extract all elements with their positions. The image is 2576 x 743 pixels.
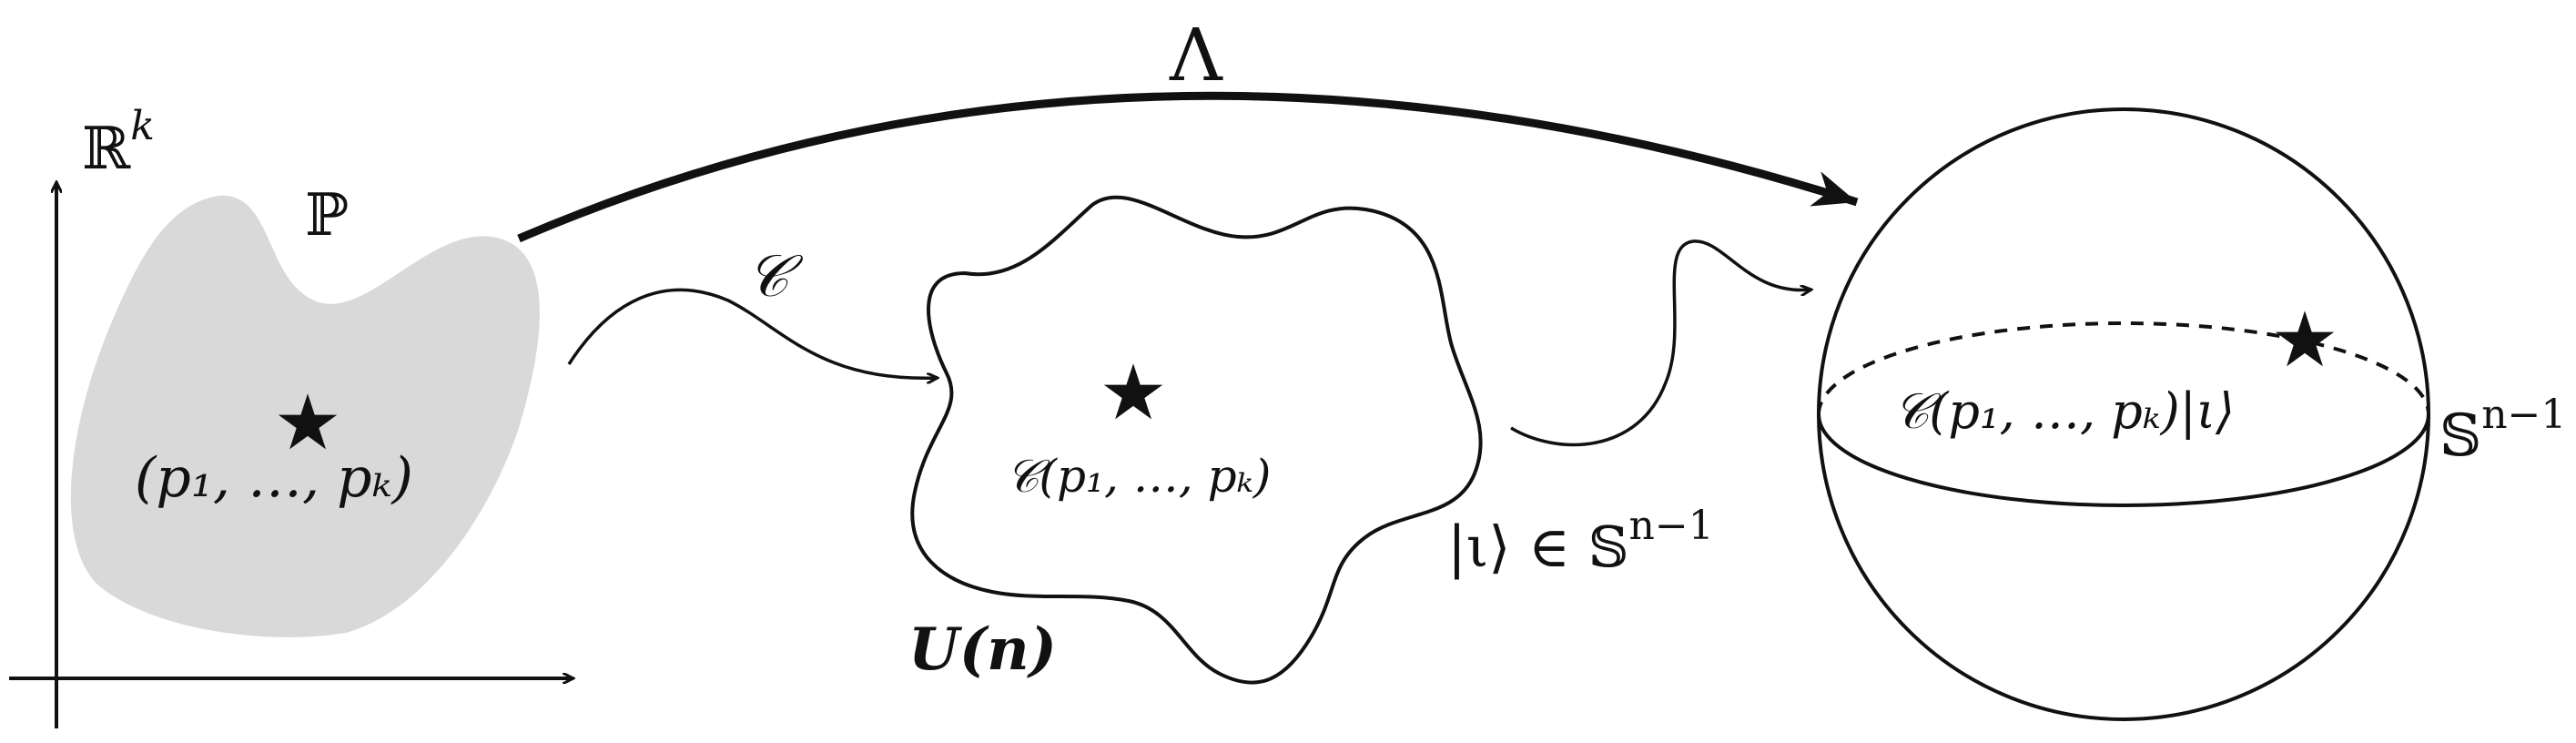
region-label: ℙ	[305, 182, 349, 249]
star-icon: ★	[273, 378, 341, 467]
sphere-point-label: 𝒞(p₁, …, pₖ)|ι⟩	[1893, 382, 2235, 440]
c-map-label: 𝒞	[746, 243, 804, 310]
unitary-point-label: 𝒞(p₁, …, pₖ)	[1006, 450, 1271, 503]
unitary-group-region	[910, 195, 1483, 685]
star-icon: ★	[1099, 348, 1167, 437]
lambda-label: Λ	[1169, 13, 1223, 97]
input-state-label: |ι⟩ ∈ 𝕊n−1	[1447, 503, 1714, 580]
unitary-group-label: U(n)	[908, 616, 1057, 684]
star-icon: ★	[2270, 295, 2338, 384]
sphere-label: 𝕊n−1	[2439, 392, 2566, 470]
space-label: ℝk	[82, 103, 155, 183]
apply-arrow	[1510, 239, 1811, 447]
parameter-region	[70, 195, 540, 637]
point-label: (p₁, …, pₖ)	[135, 446, 413, 510]
sphere-equator-front	[1817, 413, 2430, 507]
lambda-arrow	[517, 91, 1859, 243]
c-map-arrow	[567, 288, 938, 378]
